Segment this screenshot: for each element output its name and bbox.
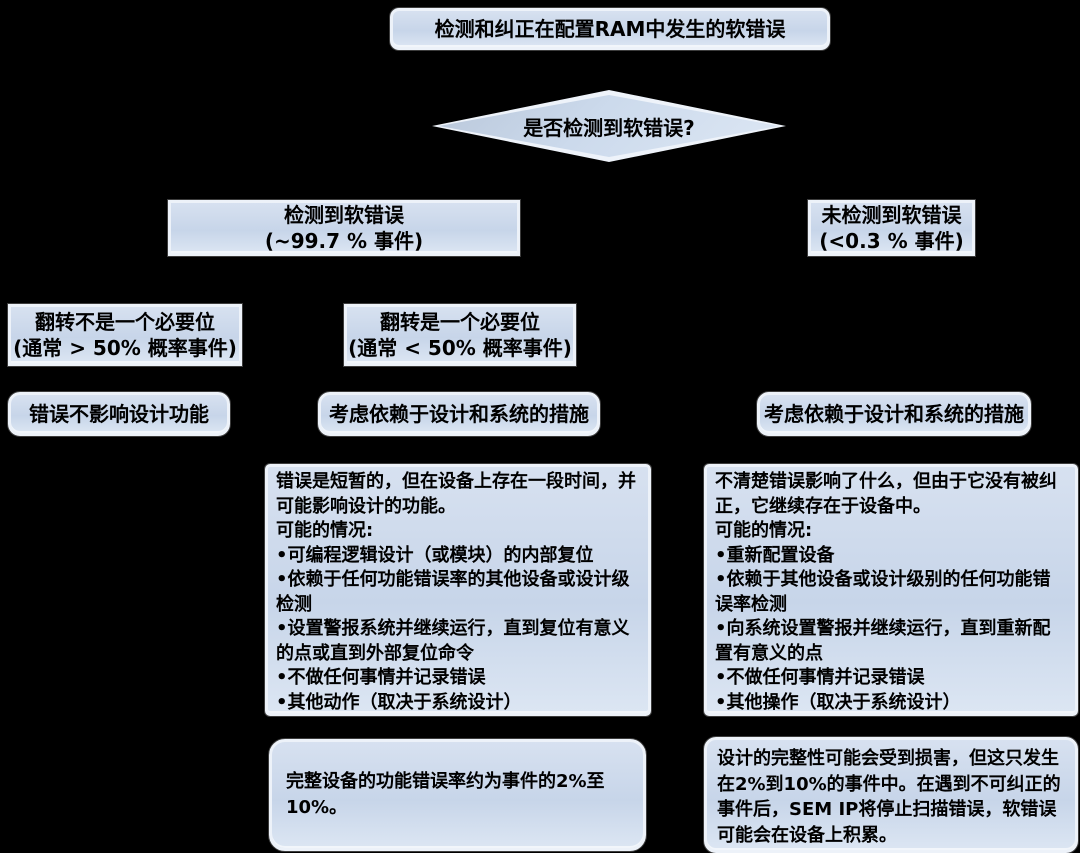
detail-right-bullet: •向系统设置警报并继续运行，直到重新配置有意义的点 [715, 618, 1051, 664]
detail-mid-bullet: •不做任何事情并记录错误 [276, 667, 486, 688]
node-flip-essential: 翻转是一个必要位 (通常 < 50% 概率事件) [344, 304, 576, 366]
detail-right-bullet: •重新配置设备 [715, 544, 835, 566]
node-decision-inner: 是否检测到软错误? [439, 95, 779, 157]
node-detected: 检测到软错误 (~99.7 % 事件) [168, 200, 520, 256]
node-flip-essential-line1: 翻转是一个必要位 [380, 310, 540, 334]
node-flip-not-essential-line2: (通常 > 50% 概率事件) [13, 336, 237, 360]
node-flip-essential-line2: (通常 < 50% 概率事件) [348, 336, 572, 360]
node-outcome-right: 设计的完整性可能会受到损害，但这只发生在2%到10%的事件中。在遇到不可纠正的事… [704, 737, 1078, 853]
node-not-detected: 未检测到软错误 (<0.3 % 事件) [808, 200, 975, 256]
node-flip-not-essential: 翻转不是一个必要位 (通常 > 50% 概率事件) [8, 304, 242, 366]
node-outcome-left: 完整设备的功能错误率约为事件的2%至10%。 [269, 739, 646, 851]
node-not-detected-line2: (<0.3 % 事件) [819, 229, 964, 253]
node-consider-mid-label: 考虑依赖于设计和系统的措施 [329, 402, 589, 426]
node-detected-line2: (~99.7 % 事件) [264, 229, 424, 253]
node-decision-label: 是否检测到软错误? [523, 115, 695, 140]
detail-mid-bullet: •可编程逻辑设计（或模块）的内部复位 [276, 544, 594, 566]
detail-right-bullet: •其他操作（取决于系统设计） [715, 691, 961, 713]
node-consider-right: 考虑依赖于设计和系统的措施 [757, 392, 1031, 436]
detail-mid-bullet: •其他动作（取决于系统设计） [276, 691, 522, 713]
node-flip-not-essential-line1: 翻转不是一个必要位 [35, 310, 215, 334]
node-detail-mid: 错误是短暂的，但在设备上存在一段时间，并可能影响设计的功能。 可能的情况: •可… [265, 464, 651, 716]
node-no-effect: 错误不影响设计功能 [8, 392, 230, 436]
node-outcome-right-label: 设计的完整性可能会受到损害，但这只发生在2%到10%的事件中。在遇到不可纠正的事… [717, 748, 1061, 846]
node-detail-right: 不清楚错误影响了什么，但由于它没有被纠正，它继续存在于设备中。 可能的情况: •… [704, 464, 1078, 716]
node-title-label: 检测和纠正在配置RAM中发生的软错误 [434, 17, 786, 41]
detail-right-p1: 不清楚错误影响了什么，但由于它没有被纠正，它继续存在于设备中。 [715, 471, 1057, 517]
node-detected-line1: 检测到软错误 [283, 203, 404, 227]
node-decision: 是否检测到软错误? [432, 90, 786, 162]
detail-right-bullet: •不做任何事情并记录错误 [715, 667, 925, 688]
detail-mid-p2: 可能的情况: [276, 520, 374, 541]
node-not-detected-line1: 未检测到软错误 [821, 203, 962, 227]
node-title: 检测和纠正在配置RAM中发生的软错误 [390, 8, 830, 50]
detail-mid-bullet: •设置警报系统并继续运行，直到复位有意义的点或直到外部复位命令 [276, 618, 630, 664]
node-outcome-left-label: 完整设备的功能错误率约为事件的2%至10%。 [286, 771, 605, 818]
node-consider-right-label: 考虑依赖于设计和系统的措施 [764, 402, 1024, 426]
node-no-effect-label: 错误不影响设计功能 [29, 402, 209, 426]
detail-right-bullet: •依赖于其他设备或设计级别的任何功能错误率检测 [715, 569, 1051, 615]
detail-mid-bullet: •依赖于任何功能错误率的其他设备或设计级检测 [276, 569, 630, 615]
node-consider-mid: 考虑依赖于设计和系统的措施 [318, 392, 600, 436]
detail-mid-p1: 错误是短暂的，但在设备上存在一段时间，并可能影响设计的功能。 [276, 471, 636, 517]
detail-right-p2: 可能的情况: [715, 520, 813, 541]
